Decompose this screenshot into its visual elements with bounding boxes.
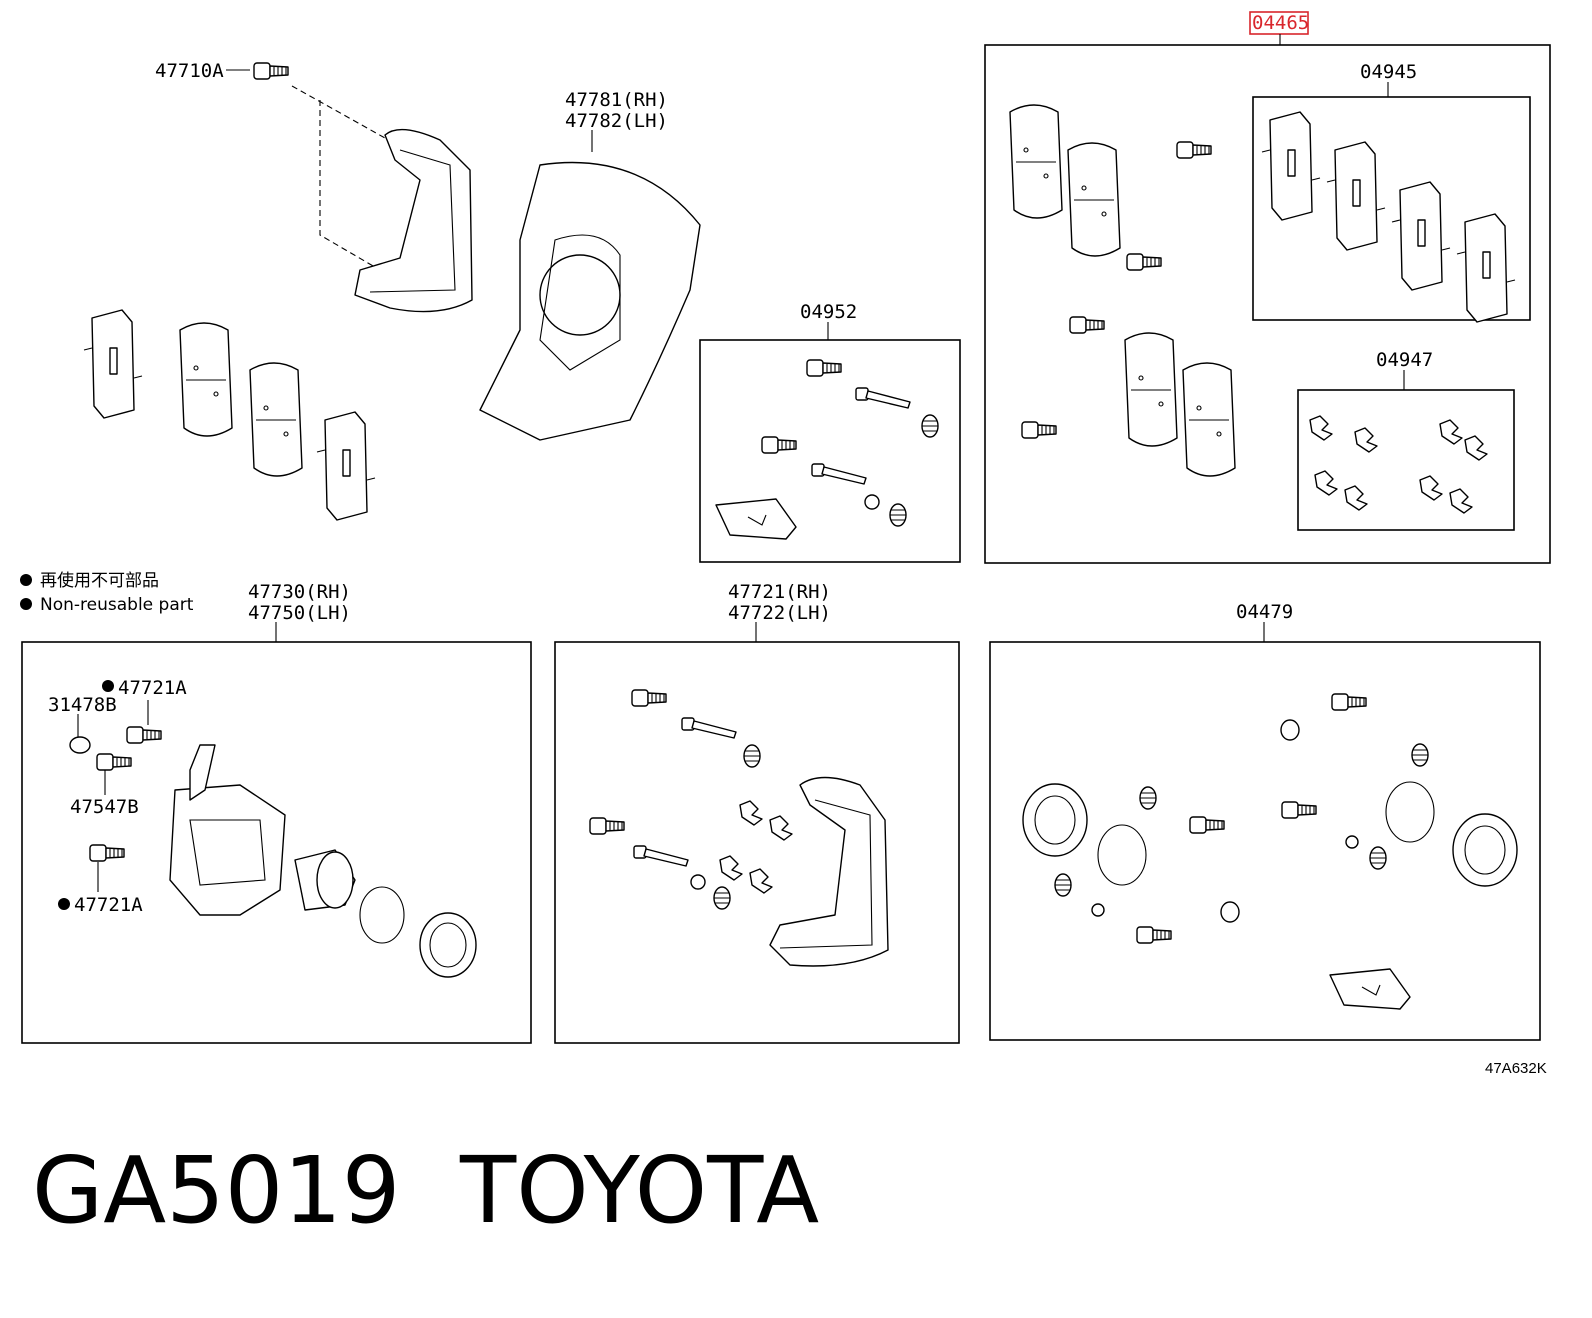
bleeder-screw-47547b [96, 753, 132, 771]
brake-pad-kit-3 [1124, 332, 1178, 447]
clip-kit-4 [1464, 435, 1488, 461]
piston-boot-04479-2 [1452, 813, 1518, 887]
bolt-04479-4 [1136, 926, 1172, 944]
brake-pad-kit-4 [1182, 362, 1236, 477]
shim-left-inner [316, 411, 376, 521]
label-47721a-top: 47721A [118, 677, 187, 699]
boot-04952-1 [921, 414, 939, 438]
boot-04479-4 [1054, 873, 1072, 897]
shim-kit-4 [1456, 213, 1516, 323]
grease-pack-04952 [715, 498, 797, 540]
brand-name: TOYOTA [459, 1137, 819, 1244]
piston-seal-04479-2 [1385, 781, 1435, 843]
label-31478b: 31478B [48, 694, 117, 716]
label-47721a-bottom: 47721A [74, 894, 143, 916]
boot-04952-2 [889, 503, 907, 527]
clip-kit-8 [1449, 488, 1473, 514]
label-47722-lh: 47722(LH) [728, 602, 831, 624]
bleeder-cap [69, 736, 91, 754]
clip-kit-2 [1354, 427, 1378, 453]
slide-pin-support-2 [633, 845, 689, 867]
bolt-kit-2 [1126, 253, 1162, 271]
caliper-body [169, 784, 286, 916]
caliper-support-group: 47721(RH) 47722(LH) [554, 581, 960, 1044]
brake-pad-kit-2 [1067, 142, 1121, 257]
brake-pad-kit-1 [1009, 104, 1063, 219]
label-04465: 04465 [1252, 12, 1309, 34]
clip-kit-3 [1439, 419, 1463, 445]
label-47782: 47782(LH) [565, 110, 668, 132]
kit-04952: 04952 [699, 301, 961, 563]
boot-04479-1 [1411, 743, 1429, 767]
bolt-support-2 [589, 817, 625, 835]
label-04945: 04945 [1360, 61, 1417, 83]
clip-kit-1 [1309, 415, 1333, 441]
clip-support-4 [749, 868, 773, 894]
caliper-support [769, 776, 889, 967]
clip-kit-6 [1344, 485, 1368, 511]
dust-shield-group: 47781(RH) 47782(LH) [479, 89, 701, 441]
piston-seal [359, 886, 405, 944]
piston-boot [419, 912, 477, 978]
slide-pin-04952-1 [855, 387, 911, 409]
bolt-04952-2 [761, 436, 797, 454]
kit-04465: 04465 04945 04947 [984, 11, 1551, 564]
clip-support-2 [769, 815, 793, 841]
label-04947: 04947 [1376, 349, 1433, 371]
bolt-04479-2 [1189, 816, 1225, 834]
shim-left-outer [83, 309, 143, 419]
clip-support-3 [719, 855, 743, 881]
brake-pad-left-inner [249, 362, 303, 477]
caliper-assembly-group: 47730(RH) 47750(LH) 47721A 31478B 47547B… [21, 581, 532, 1044]
kit-04479: 04479 [989, 601, 1541, 1041]
legend-jp: 再使用不可部品 [40, 570, 159, 591]
clip-support-1 [739, 800, 763, 826]
label-47730: 47730(RH) [248, 581, 351, 603]
piston-seal-04479-1 [1097, 824, 1147, 886]
label-47710a: 47710A [155, 60, 224, 82]
label-47721-rh: 47721(RH) [728, 581, 831, 603]
pad-set-left [83, 309, 376, 521]
clip-kit-7 [1419, 475, 1443, 501]
label-47750: 47750(LH) [248, 602, 351, 624]
label-47781: 47781(RH) [565, 89, 668, 111]
label-47547b: 47547B [70, 796, 139, 818]
slide-pin-04952-2 [811, 463, 867, 485]
label-04952: 04952 [800, 301, 857, 323]
piston-boot-04479-1 [1022, 783, 1088, 857]
legend-en: Non-reusable part [40, 595, 194, 615]
bolt-kit-1 [1176, 141, 1212, 159]
slide-pin-support-1 [681, 717, 737, 739]
caliper-bracket-group: 47710A [155, 60, 473, 313]
bolt-kit-4 [1021, 421, 1057, 439]
legend: 再使用不可部品 Non-reusable part [20, 570, 194, 615]
brake-pad-left-outer [179, 322, 233, 437]
bolt-04952-1 [806, 359, 842, 377]
bolt-04479-3 [1281, 801, 1317, 819]
bolt-kit-3 [1069, 316, 1105, 334]
boot-04479-2 [1139, 786, 1157, 810]
diagram-code: 47A632K [1485, 1060, 1547, 1077]
boot-support-1 [743, 744, 761, 768]
bolt-47721a-top [126, 726, 162, 744]
shim-kit-3 [1391, 181, 1451, 291]
bolt-47721a-bottom [89, 844, 125, 862]
highlight-box [1249, 11, 1309, 35]
shim-kit-2 [1326, 141, 1386, 251]
bolt-47710a [253, 62, 289, 80]
shim-kit-1 [1261, 111, 1321, 221]
boot-support-2 [713, 886, 731, 910]
part-number: GA5019 [32, 1137, 400, 1244]
clip-kit-5 [1314, 470, 1338, 496]
bolt-04479-1 [1331, 693, 1367, 711]
grease-pack-04479 [1329, 968, 1411, 1010]
caliper-bracket [354, 128, 473, 313]
bolt-support-1 [631, 689, 667, 707]
boot-04479-3 [1369, 846, 1387, 870]
label-04479: 04479 [1236, 601, 1293, 623]
